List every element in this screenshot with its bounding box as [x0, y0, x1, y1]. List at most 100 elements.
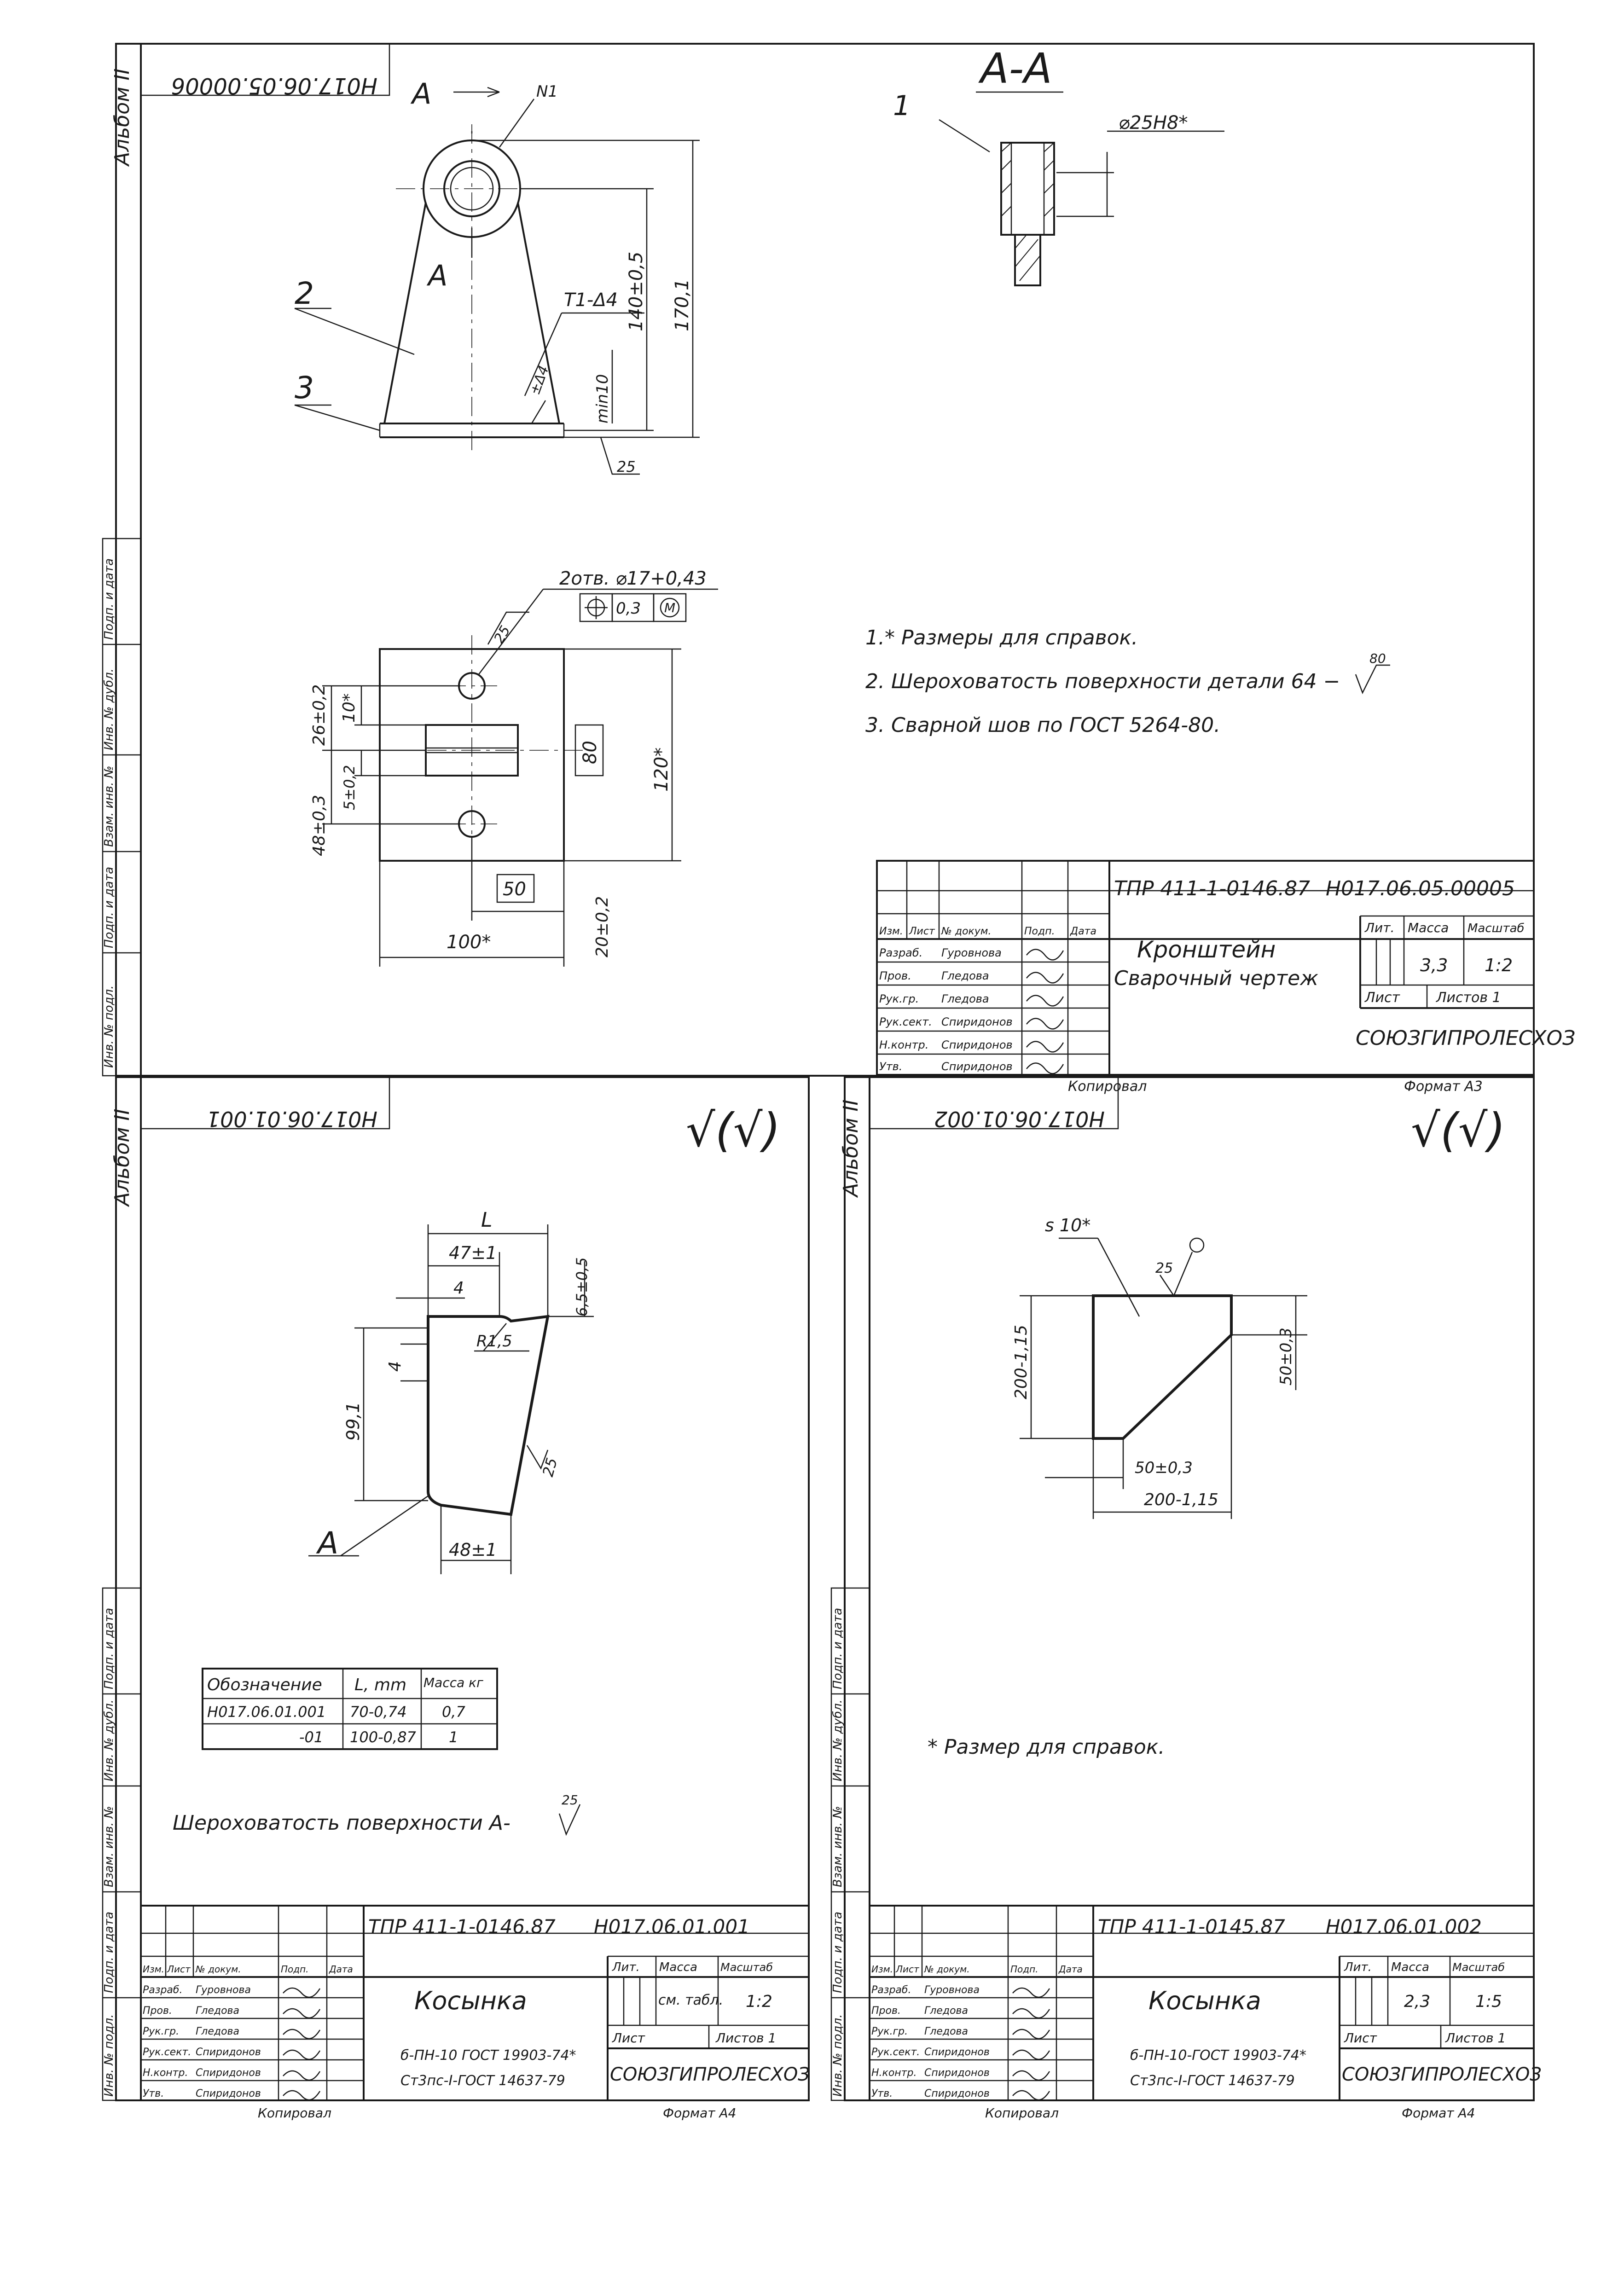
sheet1-copied: Копировал: [1068, 1078, 1147, 1095]
sheet3-ch-4: Дата: [1058, 1964, 1083, 1975]
dim-L: L: [481, 1208, 493, 1232]
table-r1-c2: 1: [449, 1728, 458, 1746]
sheet1-stamp-5: Инв. № подл.: [102, 986, 116, 1068]
sheet3-h-lit: Лит.: [1344, 1960, 1372, 1974]
dim-20: 20±0,2: [593, 896, 612, 957]
dim-100: 100*: [447, 932, 491, 953]
sheet2-person-3: Спиридонов: [196, 2047, 261, 2058]
sheet1-code-box: Н017.06.05.00006: [171, 73, 377, 99]
sheet3-side-stamps: Подп. и дата Инв. № дубл. Взам. инв. № П…: [830, 1587, 870, 2101]
sheet1-mass: 3,3: [1420, 955, 1448, 975]
sheet1-stamp-2: Инв. № дубл.: [102, 668, 116, 750]
sheet2-code: Н017.06.01.001: [594, 1915, 750, 1938]
sheet1-person-0: Гуровнова: [941, 946, 1002, 959]
dim-26: 26±0,2: [310, 684, 329, 746]
dim-holes: 2отв. ⌀17+0,43: [559, 568, 707, 589]
section-a-a: А-А 1 ⌀25Н8*: [893, 45, 1224, 286]
dim-10: 10*: [340, 693, 359, 723]
sheet-2: Н017.06.01.001 Альбом II √(√) L 47±1 4 6…: [102, 1076, 810, 2121]
sheet3-h-scale: Масштаб: [1452, 1961, 1505, 1974]
sheet2-h-lit: Лит.: [612, 1960, 640, 1974]
dim-80: 80: [580, 741, 601, 764]
dim-r1-5: R1,5: [476, 1332, 512, 1351]
sheet2-scale: 1:2: [746, 1992, 772, 2011]
sheet2-ch-1: Лист: [167, 1964, 191, 1975]
sheet1-sheet: Лист: [1364, 990, 1401, 1006]
note-1: 1.* Размеры для справок.: [865, 626, 1138, 649]
sheet3-org: СОЮЗГИПРОЛЕСХОЗ: [1342, 2064, 1542, 2085]
table-r1-c0: -01: [299, 1728, 323, 1746]
sheet2-role-0: Разраб.: [143, 1984, 182, 1996]
sheet1-person-2: Гледова: [941, 992, 989, 1005]
sheet1-title-block: ТПР 411-1-0146.87 Н017.06.05.00005 Кронш…: [876, 860, 1575, 1076]
callout-n1: N1: [536, 82, 558, 101]
dim-6-5: 6,5±0,5: [573, 1257, 591, 1316]
sheet1-role-0: Разраб.: [879, 946, 922, 959]
sheet3-stamp-4: Подп. и дата: [831, 1912, 845, 1993]
gusset-1-table: Обозначение L, mm Масса кг Н017.06.01.00…: [202, 1668, 498, 1750]
sheet3-role-5: Утв.: [871, 2088, 893, 2099]
tol-m: М: [664, 600, 675, 615]
section-a-a-label: А-А: [978, 45, 1052, 93]
sheet2-stamp-5: Инв. № подл.: [102, 2014, 116, 2097]
sheet3-person-2: Гледова: [924, 2026, 968, 2037]
sheet1-role-2: Рук.гр.: [879, 992, 919, 1005]
dim-4a: 4: [453, 1279, 464, 1298]
sheet1-code: Н017.06.05.00005: [1326, 877, 1515, 900]
sheet3-note: * Размер для справок.: [928, 1735, 1165, 1759]
sheet1-notes: 1.* Размеры для справок. 2. Шероховатост…: [865, 626, 1390, 737]
sheet2-format: Формат А4: [663, 2105, 736, 2121]
sheet3-code: Н017.06.01.002: [1326, 1915, 1482, 1938]
sheet1-role-1: Пров.: [879, 969, 911, 982]
sheet3-h-mass: Масса: [1391, 1960, 1429, 1974]
sheet2-role-2: Рук.гр.: [143, 2026, 179, 2037]
sheet2-code-box: Н017.06.01.001: [207, 1107, 377, 1131]
sheet3-ch-3: Подп.: [1010, 1964, 1038, 1975]
sheet1-stamp-4: Подп. и дата: [102, 867, 116, 948]
sheet3-stamp-2: Инв. № дубл.: [831, 1699, 845, 1781]
table-h-2: Масса кг: [423, 1675, 483, 1690]
sheet-3: Н017.06.01.002 Альбом II √(√) 200-1,15 5…: [830, 1076, 1542, 2121]
sheet3-person-0: Гуровнова: [924, 1984, 980, 1996]
gusset-2-drawing: 200-1,15 50±0,3 50±0,3 200-1,15 s 10* 25: [1012, 1215, 1307, 1519]
sheet1-role-4: Н.контр.: [879, 1038, 928, 1051]
sheet1-ch-0: Изм.: [879, 926, 903, 937]
sheet3-ch-0: Изм.: [871, 1964, 893, 1975]
sheet3-role-4: Н.контр.: [871, 2067, 916, 2079]
table-r0-c1: 70-0,74: [350, 1703, 407, 1721]
sheet3-role-2: Рук.гр.: [871, 2026, 908, 2037]
dim-99: 99,1: [343, 1402, 363, 1441]
surface-a-mark: А: [316, 1525, 338, 1561]
sheet2-stamp-2: Инв. № дубл.: [102, 1699, 116, 1781]
weld-t1: Т1-Δ4: [564, 290, 618, 311]
section-callout-1: 1: [893, 90, 911, 122]
sheet2-role-5: Утв.: [143, 2088, 164, 2099]
note-2-symbol: 80: [1369, 651, 1386, 666]
sheet2-h-scale: Масштаб: [720, 1961, 773, 1974]
dim-4b: 4: [386, 1361, 405, 1372]
sheet2-stamp-1: Подп. и дата: [102, 1608, 116, 1689]
dim-200-horiz: 200-1,15: [1144, 1490, 1218, 1509]
sheet3-ch-2: № докум.: [924, 1964, 970, 1975]
sheet1-h-lit: Лит.: [1364, 920, 1394, 935]
sheet1-role-3: Рук.сект.: [879, 1015, 932, 1028]
sheet2-copied: Копировал: [258, 2105, 331, 2121]
sheet2-material-2: Ст3пс-I-ГОСТ 14637-79: [400, 2073, 565, 2089]
dim-50: 50: [503, 879, 526, 900]
sheet1-album: Альбом II: [110, 69, 134, 167]
sheet3-person-4: Спиридонов: [924, 2067, 990, 2079]
dim-50-vert: 50±0,3: [1277, 1328, 1295, 1386]
sheet2-mass: см. табл.: [658, 1992, 723, 2008]
sheet1-format: Формат А3: [1404, 1078, 1483, 1095]
sheet2-org: СОЮЗГИПРОЛЕСХОЗ: [610, 2064, 810, 2085]
sheet-1: Н017.06.05.00006 Альбом II Подп. и дата …: [102, 43, 1575, 1095]
sheet3-person-5: Спиридонов: [924, 2088, 990, 2099]
sheet2-side-stamps: Подп. и дата Инв. № дубл. Взам. инв. № П…: [102, 1587, 142, 2101]
dim-200-vert: 200-1,15: [1012, 1325, 1031, 1399]
rough-25-plan: 25: [491, 623, 514, 646]
sheet3-copied: Копировал: [985, 2105, 1059, 2121]
dim-48-gusset: 48±1: [449, 1540, 497, 1560]
sheet2-rough-symbol: √(√): [686, 1103, 780, 1157]
sheet2-h-mass: Масса: [659, 1960, 697, 1974]
rough-25-gusset2: 25: [1155, 1260, 1173, 1276]
